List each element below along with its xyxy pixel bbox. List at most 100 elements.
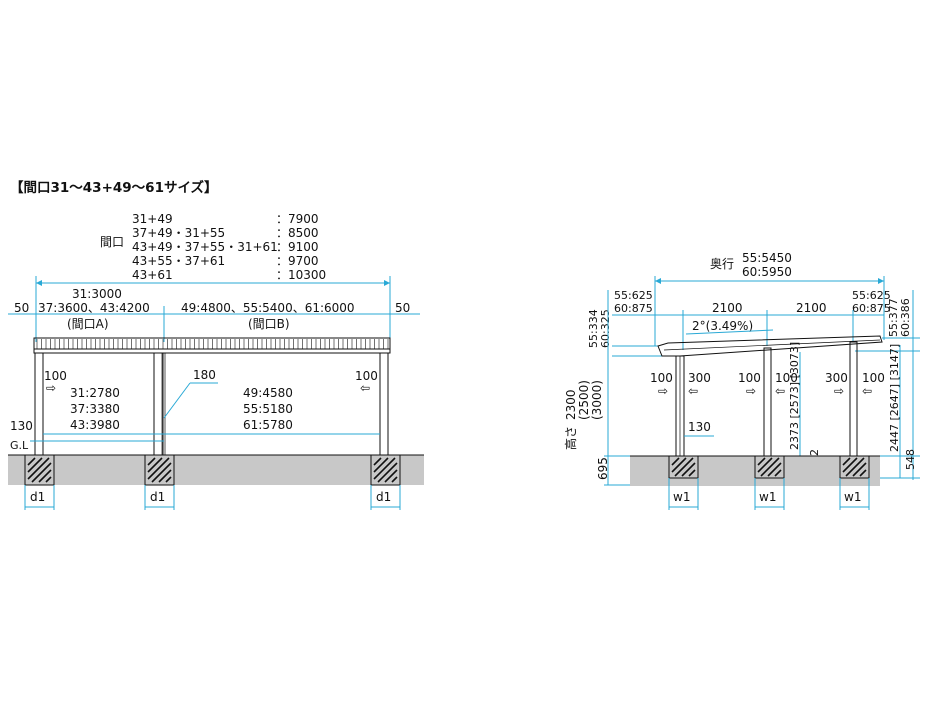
front-inner-a: 43:3980 (70, 418, 120, 432)
dim-arrow (36, 280, 42, 286)
front-label-b: (間口B) (248, 317, 290, 331)
ground-level-label: G.L (10, 439, 29, 452)
hatch-line (852, 462, 867, 477)
footing-w1: w1 (673, 490, 690, 504)
side-left-top-2: 60:875 (614, 302, 653, 315)
frontage-value: ：9700 (276, 254, 319, 268)
dim-arrow (655, 278, 661, 284)
hatch-line (671, 457, 680, 466)
hatch-line (373, 457, 396, 480)
hatch-line (373, 457, 382, 466)
side-height-label: 高さ (563, 426, 578, 450)
side-rear-548: 548 (904, 449, 917, 470)
side-mid-span-2: 2100 (796, 301, 827, 315)
front-view: 31:3000 50 50 37:3600、43:4200 49:4800、55… (8, 276, 424, 510)
hatch-line (757, 457, 773, 473)
drawing-title: 【間口31～43+49～61サイズ】 (10, 179, 218, 196)
dim-arrow (384, 280, 390, 286)
footing (24, 454, 55, 486)
arrow-left-icon: ⇦ (862, 384, 872, 398)
side-height: (3000) (590, 380, 604, 420)
footing (754, 455, 785, 479)
hatch-line (377, 462, 398, 483)
side-post-dim: 100 (650, 371, 673, 385)
arrow-right-icon: ⇨ (658, 384, 668, 398)
side-height: (2500) (577, 380, 591, 420)
leader-line (163, 382, 191, 419)
frontage-combo: 43+49・37+55・31+61 (132, 240, 278, 254)
side-post-mid (763, 347, 772, 457)
front-top-span: 31:3000 (72, 287, 122, 301)
frontage-value: ：10300 (276, 268, 326, 282)
front-inner-b: 49:4580 (243, 386, 293, 400)
footing-d1: d1 (30, 490, 45, 504)
hatch-line (31, 462, 52, 483)
footing-d1: d1 (376, 490, 391, 504)
footing-hatch (671, 457, 867, 477)
front-post-right (379, 352, 389, 456)
side-depth-1: 55:5450 (742, 251, 792, 265)
hatch-line (681, 462, 696, 477)
arrow-left-icon: ⇦ (360, 381, 370, 395)
footing-hatch (27, 457, 398, 483)
arrow-right-icon: ⇨ (746, 384, 756, 398)
side-footings (668, 455, 870, 479)
frontage-value: ：8500 (276, 226, 319, 240)
arrow-left-icon: ⇦ (688, 384, 698, 398)
frontage-combo: 37+49・31+55 (132, 226, 225, 240)
hatch-line (165, 476, 172, 483)
side-post-dim: 300 (688, 371, 711, 385)
side-right-top-2: 60:875 (852, 302, 891, 315)
side-post-dim: 100 (862, 371, 885, 385)
front-inner-a: 37:3380 (70, 402, 120, 416)
hatch-line (842, 457, 851, 466)
side-right-top-1: 55:625 (852, 289, 891, 302)
hatch-line (373, 457, 389, 473)
side-roof-edge (663, 339, 881, 351)
side-mid-span-1: 2100 (712, 301, 743, 315)
hatch-line (27, 457, 43, 473)
front-post-left (34, 352, 44, 456)
side-right-vert-1: 55:377 (887, 298, 900, 337)
side-depth-695: 695 (596, 457, 610, 480)
side-roof (657, 335, 883, 357)
front-right-edge: 50 (395, 301, 410, 315)
arrow-right-icon: ⇨ (46, 381, 56, 395)
front-post-left-dim: 100 (44, 369, 67, 383)
side-post-dim: 100 (775, 371, 798, 385)
side-slope: 2°(3.49%) (692, 319, 753, 333)
side-mid-height: 2373 [2573] [3073] (788, 342, 801, 450)
hatch-line (158, 469, 172, 483)
footing (668, 455, 699, 479)
hatch-line (842, 457, 858, 473)
front-post-right-dim: 100 (355, 369, 378, 383)
frontage-table: 31+49 37+49・31+55 43+49・37+55・31+61 43+5… (132, 212, 326, 282)
front-post-center (153, 352, 164, 456)
hatch-line (38, 469, 52, 483)
front-height-130: 130 (10, 419, 33, 433)
side-left-top-1: 55:625 (614, 289, 653, 302)
front-left-edge: 50 (14, 301, 29, 315)
frontage-combo: 43+61 (132, 268, 173, 282)
front-inner-b: 61:5780 (243, 418, 293, 432)
front-roof (33, 337, 391, 354)
side-left-vert-2: 60:325 (599, 309, 612, 348)
hatch-line (147, 457, 170, 480)
hatch-line (27, 457, 36, 466)
hatch-line (774, 469, 782, 477)
footing-w1: w1 (844, 490, 861, 504)
slope-line (685, 329, 774, 335)
side-left-vert-1: 55:334 (587, 309, 600, 348)
hatch-line (671, 457, 687, 473)
dim-arrow (878, 278, 884, 284)
hatch-line (151, 462, 172, 483)
hatch-line (760, 457, 780, 477)
side-post-rear (849, 341, 858, 457)
footing (144, 454, 175, 486)
frontage-value: ：9100 (276, 240, 319, 254)
side-height: 2300 (564, 389, 578, 420)
front-span-a: 37:3600、43:4200 (38, 301, 150, 315)
hatch-line (767, 462, 782, 477)
